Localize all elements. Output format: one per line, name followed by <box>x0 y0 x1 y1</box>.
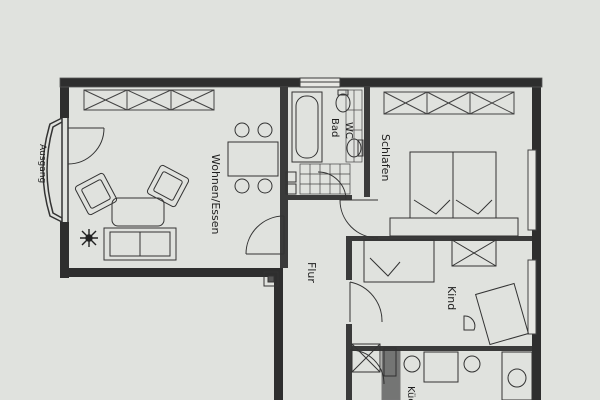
room-label-kueche: Küche <box>405 386 416 400</box>
kind-desk <box>463 282 530 346</box>
room-label-schlafen: Schlafen <box>379 134 392 181</box>
coffee-table <box>111 197 165 227</box>
kind-wardrobe <box>451 239 497 267</box>
window-schlafen <box>383 91 515 115</box>
sofa <box>103 227 177 261</box>
bath-tiles <box>299 89 363 195</box>
dining-set <box>227 122 279 194</box>
bath-window <box>299 77 341 88</box>
room-label-kind: Kind <box>445 286 458 310</box>
room-label-bad: Bad <box>329 118 340 137</box>
bay-window <box>42 117 69 223</box>
bathtub <box>291 91 323 163</box>
armchairs <box>74 164 190 216</box>
plant-icon <box>80 229 98 247</box>
door-wohnen-bay <box>67 127 105 165</box>
room-label-ausgang: Ausgang <box>37 144 47 183</box>
window-right <box>527 149 537 335</box>
pillar <box>263 271 279 287</box>
kind-bed <box>363 239 435 283</box>
bath-door <box>285 171 347 201</box>
window-wohnen <box>83 89 215 111</box>
double-bed <box>389 151 519 237</box>
outer-walls <box>60 78 542 400</box>
kitchen-fixtures <box>351 343 533 400</box>
room-label-flur: Flur <box>305 262 318 283</box>
room-label-wc: WC <box>343 122 354 139</box>
room-label-wohnen: Wohnen/Essen <box>209 154 222 235</box>
